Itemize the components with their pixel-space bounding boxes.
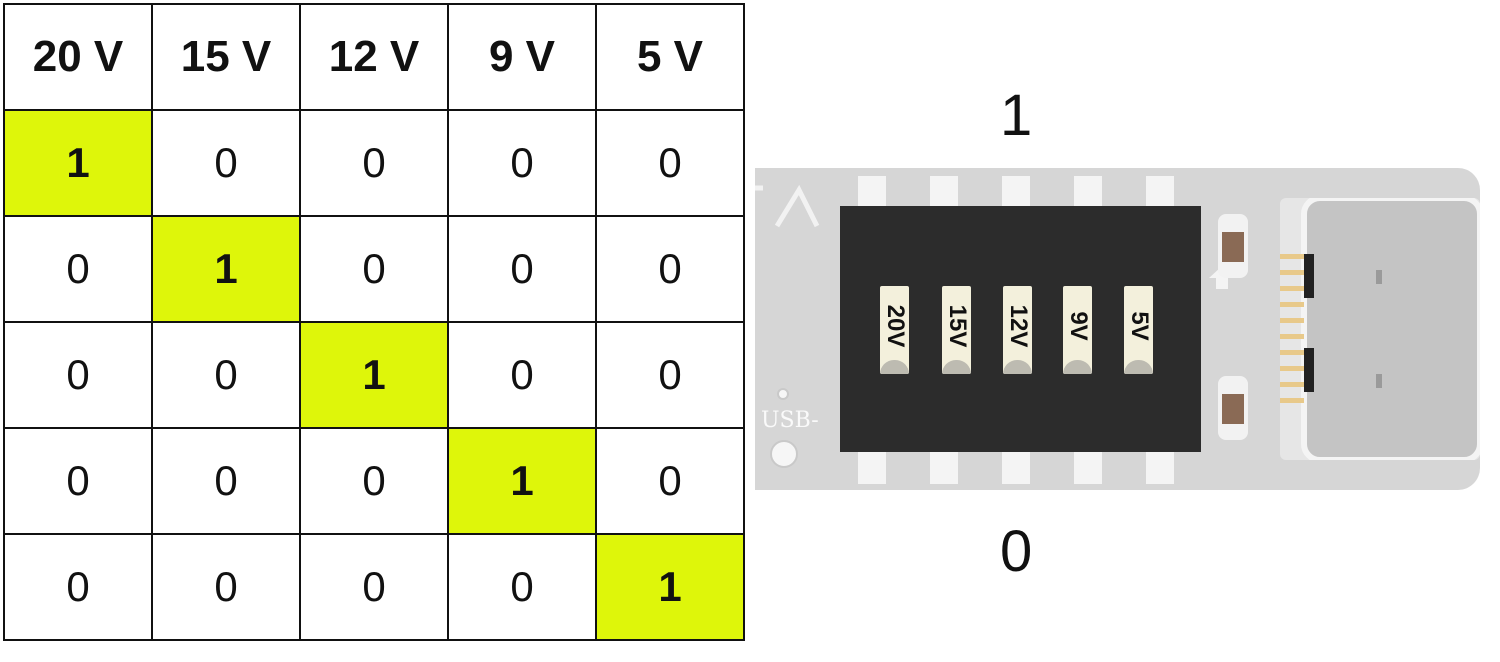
switch-label-9v: 9V bbox=[1064, 311, 1092, 341]
switch-knob bbox=[1063, 360, 1092, 374]
header-20v: 20 V bbox=[3, 3, 153, 111]
test-pad bbox=[770, 440, 798, 468]
pcb-board: USB- 20V 15V 12V 9V 5V bbox=[755, 168, 1480, 490]
table-cell: 0 bbox=[447, 109, 597, 217]
table-row: 0 0 1 0 0 bbox=[3, 321, 745, 429]
switch-label-20v: 20V bbox=[881, 304, 909, 348]
switch-knob bbox=[942, 360, 971, 374]
capacitor-icon bbox=[1218, 214, 1248, 278]
table-row: 0 0 0 1 0 bbox=[3, 427, 745, 535]
table-cell: 0 bbox=[151, 533, 301, 641]
table-cell: 1 bbox=[151, 215, 301, 323]
header-5v: 5 V bbox=[595, 3, 745, 111]
table-cell: 0 bbox=[3, 321, 153, 429]
via-hole bbox=[777, 388, 789, 400]
table-cell: 0 bbox=[3, 215, 153, 323]
table-cell: 0 bbox=[299, 533, 449, 641]
arrow-up-icon bbox=[1209, 266, 1235, 289]
table-row: 0 1 0 0 0 bbox=[3, 215, 745, 323]
table-cell: 0 bbox=[299, 427, 449, 535]
table-cell: 0 bbox=[151, 427, 301, 535]
switch-knob bbox=[880, 360, 909, 374]
table-cell: 0 bbox=[595, 427, 745, 535]
table-cell: 1 bbox=[595, 533, 745, 641]
table-cell: 0 bbox=[447, 321, 597, 429]
voltage-truth-table: 20 V 15 V 12 V 9 V 5 V 1 0 0 0 0 0 1 0 0… bbox=[3, 3, 745, 641]
table-cell: 0 bbox=[299, 215, 449, 323]
table-cell: 0 bbox=[447, 215, 597, 323]
table-row: 1 0 0 0 0 bbox=[3, 109, 745, 217]
state-off-label: 0 bbox=[1000, 519, 1033, 584]
switch-20v[interactable]: 20V bbox=[880, 286, 909, 374]
switch-5v[interactable]: 5V bbox=[1124, 286, 1153, 374]
switch-9v[interactable]: 9V bbox=[1063, 286, 1092, 374]
state-on-label: 1 bbox=[1000, 83, 1033, 148]
switch-label-12v: 12V bbox=[1004, 304, 1032, 348]
table-cell: 0 bbox=[3, 533, 153, 641]
table-cell: 1 bbox=[447, 427, 597, 535]
switch-knob bbox=[1003, 360, 1032, 374]
switch-label-15v: 15V bbox=[943, 304, 971, 348]
table-cell: 1 bbox=[3, 109, 153, 217]
switch-12v[interactable]: 12V bbox=[1003, 286, 1032, 374]
dip-switch: 20V 15V 12V 9V 5V bbox=[840, 206, 1235, 452]
table-row: 0 0 0 0 1 bbox=[3, 533, 745, 641]
logo-mark-icon bbox=[755, 184, 820, 228]
table-cell: 0 bbox=[299, 109, 449, 217]
table-cell: 0 bbox=[595, 109, 745, 217]
table-cell: 0 bbox=[595, 215, 745, 323]
table-cell: 1 bbox=[299, 321, 449, 429]
table-cell: 0 bbox=[151, 109, 301, 217]
switch-knob bbox=[1124, 360, 1153, 374]
table-cell: 0 bbox=[447, 533, 597, 641]
switch-label-5v: 5V bbox=[1125, 311, 1153, 341]
usb-c-connector-icon bbox=[1280, 198, 1480, 460]
table-cell: 0 bbox=[595, 321, 745, 429]
table-header-row: 20 V 15 V 12 V 9 V 5 V bbox=[3, 3, 745, 111]
table-cell: 0 bbox=[3, 427, 153, 535]
capacitor-icon bbox=[1218, 376, 1248, 440]
table-cell: 0 bbox=[151, 321, 301, 429]
header-12v: 12 V bbox=[299, 3, 449, 111]
silkscreen-usb-label: USB- bbox=[761, 408, 819, 433]
header-9v: 9 V bbox=[447, 3, 597, 111]
switch-15v[interactable]: 15V bbox=[942, 286, 971, 374]
header-15v: 15 V bbox=[151, 3, 301, 111]
